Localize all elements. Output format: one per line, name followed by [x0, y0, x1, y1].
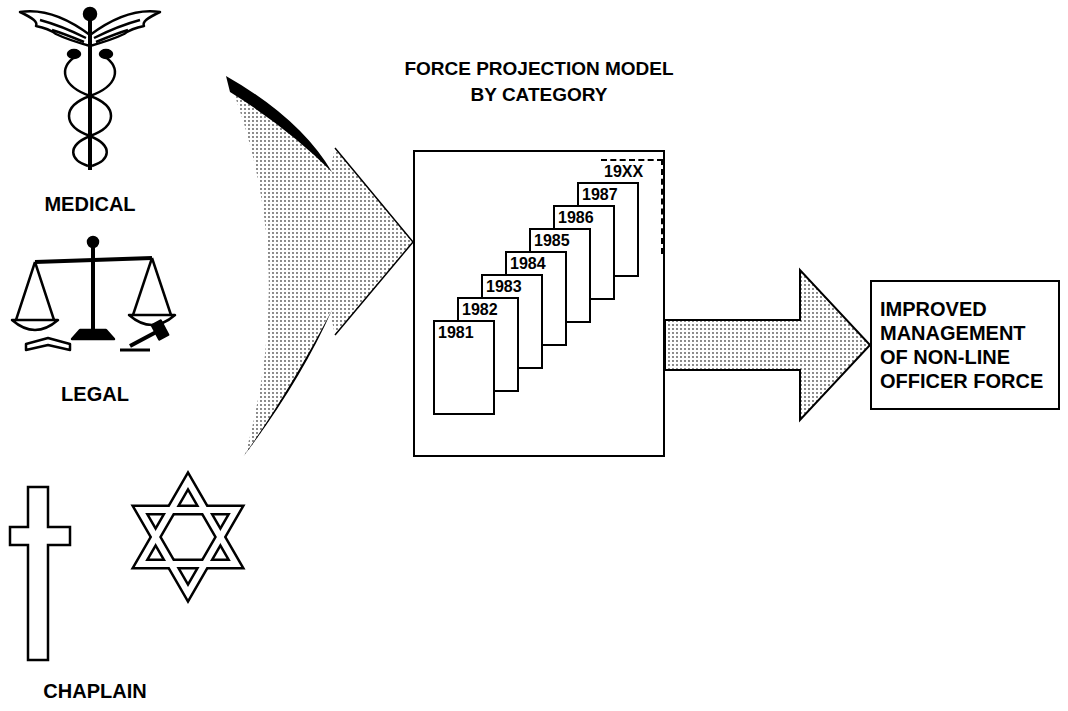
year-text: 1983 [483, 276, 541, 296]
outcome-box: IMPROVED MANAGEMENT OF NON-LINE OFFICER … [870, 280, 1060, 410]
flow-arrow [665, 270, 870, 420]
year-text: 19XX [601, 161, 661, 181]
category-label: MEDICAL [42, 193, 137, 215]
year-sheet: 1981 [433, 320, 495, 415]
star-of-david-symbol [140, 481, 236, 593]
year-text: 1984 [507, 253, 565, 273]
converging-arrow [226, 76, 413, 457]
cross-symbol [10, 487, 70, 660]
year-text: 1986 [555, 207, 613, 227]
scales-symbol [12, 237, 175, 350]
category-label: LEGAL [59, 383, 131, 405]
caduceus-symbol [20, 8, 160, 170]
category-label: CHAPLAIN [41, 680, 148, 702]
model-box: FORCE PROJECTION MODEL BY CATEGORY198119… [413, 150, 665, 457]
year-text: 1985 [531, 230, 589, 250]
model-title: FORCE PROJECTION MODEL BY CATEGORY [397, 56, 682, 108]
year-text: 1987 [579, 184, 637, 204]
year-text: 1981 [435, 322, 493, 342]
outcome-text: IMPROVED MANAGEMENT OF NON-LINE OFFICER … [880, 297, 1050, 393]
year-text: 1982 [459, 299, 517, 319]
